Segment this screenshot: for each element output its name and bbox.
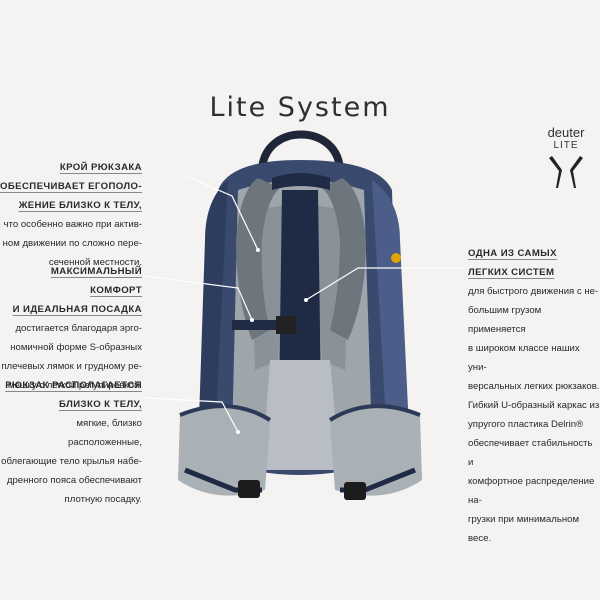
callout-light-body-1: для быстрого движения с не- <box>468 286 599 297</box>
callout-light-body-3: в широком классе наших уни- <box>468 343 580 373</box>
callout-comfort-body-2: номичной форме S-образных <box>10 342 142 353</box>
callout-hip-heading-1: РЮКЗАК РАСПОЛАГАЕТСЯ <box>5 380 142 391</box>
callout-comfort-body-3: плечевых лямок и грудному ре- <box>1 361 142 372</box>
callout-fit: КРОЙ РЮКЗАКА ОБЕСПЕЧИВАЕТ ЕГОПОЛО- ЖЕНИЕ… <box>0 158 142 272</box>
callout-hip-body-1: мягкие, близко расположенные, <box>68 418 142 448</box>
callout-hip-heading-2: БЛИЗКО К ТЕЛУ, <box>59 399 142 410</box>
callout-light-body-2: большим грузом применяется <box>468 305 542 335</box>
callout-hip-body-2: облегающие тело крылья набе- <box>1 456 142 467</box>
callout-light-body-8: комфортное распределение на- <box>468 476 595 506</box>
callout-fit-heading-2: ОБЕСПЕЧИВАЕТ ЕГОПОЛО- <box>0 181 142 192</box>
brand-sub: LITE <box>553 140 579 151</box>
callout-fit-body-2: ном движении по сложно пере- <box>2 238 142 249</box>
callout-light-body-9: грузки при минимальном весе. <box>468 514 580 544</box>
callout-light-body-4: версальных легких рюкзаков. <box>468 381 600 392</box>
callout-comfort-body-1: достигается благодаря эрго- <box>15 323 142 334</box>
callout-fit-body-3: сеченной местности. <box>48 257 142 268</box>
callout-fit-heading-3: ЖЕНИЕ БЛИЗКО К ТЕЛУ, <box>18 200 142 211</box>
callout-comfort-heading-1: МАКСИМАЛЬНЫЙ КОМФОРТ <box>50 266 142 296</box>
callout-light-body-6: упругого пластика Delrin® <box>468 419 584 430</box>
callout-light-heading-2: ЛЕГКИХ СИСТЕМ <box>468 267 555 278</box>
lite-logo-icon <box>549 156 583 188</box>
callout-hip-body-3: дренного пояса обеспечивают <box>6 475 142 486</box>
callout-light-body-5: Гибкий U-образный каркас из <box>468 400 600 411</box>
callout-comfort-heading-2: И ИДЕАЛЬНАЯ ПОСАДКА <box>12 304 142 315</box>
page-title: Lite System <box>209 92 391 123</box>
callout-light-body-7: обеспечивает стабильность и <box>468 438 593 468</box>
callout-fit-heading-1: КРОЙ РЮКЗАКА <box>59 162 142 173</box>
deuter-lite-logo: deuter LITE <box>536 126 596 192</box>
callout-hip: РЮКЗАК РАСПОЛАГАЕТСЯ БЛИЗКО К ТЕЛУ, мягк… <box>0 376 142 509</box>
callout-light-heading-1: ОДНА ИЗ САМЫХ <box>468 248 557 259</box>
callout-fit-body-1: что особенно важно при актив- <box>3 219 142 230</box>
callout-comfort-body-4: мешку с легкой регулировкой. <box>7 380 142 391</box>
brand-name: deuter <box>547 125 585 140</box>
callout-light: ОДНА ИЗ САМЫХ ЛЕГКИХ СИСТЕМ для быстрого… <box>468 244 600 548</box>
callout-hip-body-4: плотную посадку. <box>64 494 142 505</box>
callout-comfort: МАКСИМАЛЬНЫЙ КОМФОРТ И ИДЕАЛЬНАЯ ПОСАДКА… <box>0 262 142 395</box>
